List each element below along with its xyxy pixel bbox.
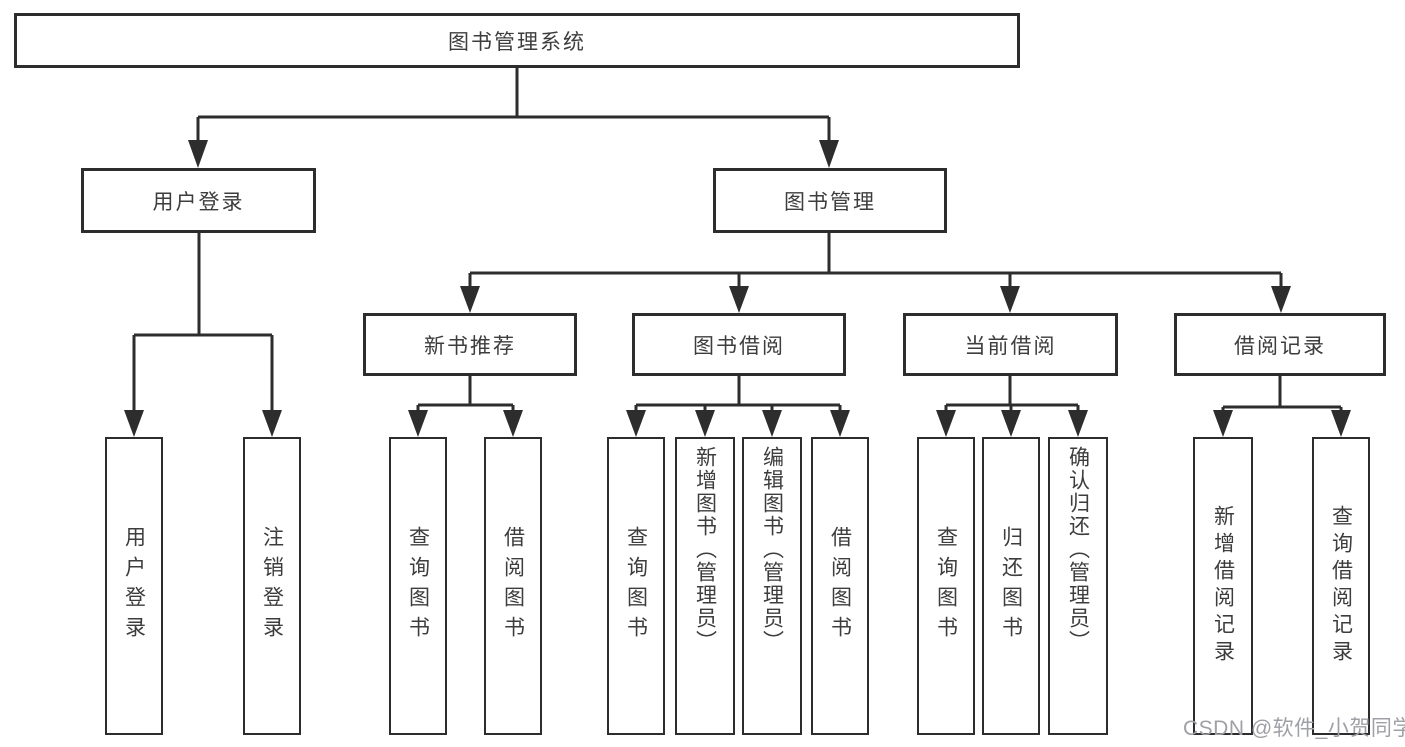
node-current-borrow-label: 当前借阅 (964, 334, 1057, 358)
leaf-logout: 注销登录 (243, 437, 301, 735)
leaf-query-books-1: 查询图书 (389, 437, 447, 735)
leaf-borrow-books-1: 借阅图书 (484, 437, 542, 735)
leaf-add-books-admin-label: 新增图书（管理员） (693, 446, 717, 653)
leaf-query-books-2-label: 查询图书 (624, 526, 648, 646)
leaf-query-borrow-record-label: 查询借阅记录 (1329, 505, 1353, 667)
node-book-management: 图书管理 (713, 168, 947, 233)
leaf-return-books: 归还图书 (982, 437, 1040, 735)
node-new-book-recommend: 新书推荐 (363, 313, 577, 376)
leaf-query-books-1-label: 查询图书 (406, 526, 430, 646)
node-root-label: 图书管理系统 (448, 30, 586, 54)
leaf-return-books-label: 归还图书 (999, 526, 1023, 646)
node-borrow-record-label: 借阅记录 (1234, 334, 1326, 358)
leaf-borrow-books-2: 借阅图书 (811, 437, 869, 735)
leaf-query-books-2: 查询图书 (607, 437, 665, 735)
node-user-login-label: 用户登录 (152, 190, 245, 214)
node-user-login: 用户登录 (81, 168, 316, 233)
leaf-add-borrow-record-label: 新增借阅记录 (1211, 505, 1235, 667)
leaf-user-login-label: 用户登录 (122, 526, 146, 646)
leaf-query-borrow-record: 查询借阅记录 (1312, 437, 1370, 735)
node-borrow-record: 借阅记录 (1174, 313, 1386, 376)
leaf-add-books-admin: 新增图书（管理员） (675, 437, 735, 735)
leaf-add-borrow-record: 新增借阅记录 (1193, 437, 1253, 735)
leaf-borrow-books-1-label: 借阅图书 (501, 526, 525, 646)
leaf-edit-books-admin: 编辑图书（管理员） (742, 437, 802, 735)
node-book-borrow-label: 图书借阅 (693, 334, 785, 358)
leaf-edit-books-admin-label: 编辑图书（管理员） (760, 446, 784, 653)
leaf-confirm-return-admin: 确认归还（管理员） (1048, 437, 1108, 735)
node-book-management-label: 图书管理 (784, 190, 876, 214)
node-root-library-system: 图书管理系统 (14, 13, 1020, 68)
leaf-logout-label: 注销登录 (260, 526, 284, 646)
leaf-borrow-books-2-label: 借阅图书 (828, 526, 852, 646)
node-new-book-recommend-label: 新书推荐 (424, 334, 516, 358)
leaf-confirm-return-admin-label: 确认归还（管理员） (1066, 446, 1090, 653)
leaf-query-books-3: 查询图书 (917, 437, 975, 735)
node-current-borrow: 当前借阅 (903, 313, 1118, 376)
watermark: CSDN @软件_小贺同学 (1183, 717, 1405, 740)
leaf-query-books-3-label: 查询图书 (934, 526, 958, 646)
leaf-user-login: 用户登录 (105, 437, 163, 735)
node-book-borrow: 图书借阅 (632, 313, 846, 376)
